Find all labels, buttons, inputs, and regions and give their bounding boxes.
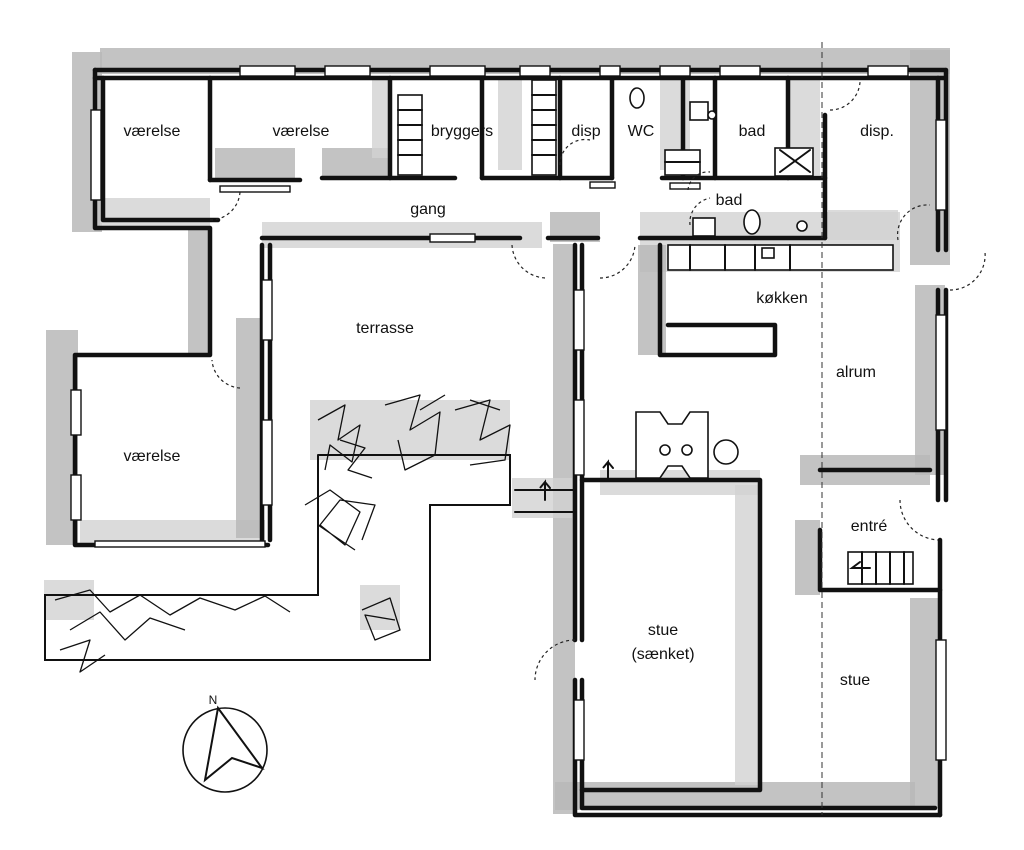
- label-disp-1: disp: [571, 123, 600, 140]
- fixtures: [397, 79, 914, 585]
- stair-disp: [531, 79, 557, 176]
- label-vaerelse-3: værelse: [124, 448, 181, 465]
- label-bryggers: bryggers: [431, 123, 493, 140]
- label-terrasse: terrasse: [356, 320, 414, 337]
- label-bad-1: bad: [739, 123, 766, 140]
- doors: [209, 81, 986, 681]
- sink-icon: [689, 101, 709, 121]
- kitchen-counter: [667, 244, 894, 271]
- label-bad-2: bad: [716, 192, 743, 209]
- north-arrow-icon: [203, 705, 265, 783]
- room-labels: værelse værelse bryggers disp WC bad dis…: [124, 123, 894, 689]
- planting: [54, 394, 511, 673]
- label-alrum: alrum: [836, 364, 876, 381]
- label-stue: stue: [840, 672, 870, 689]
- toilet-icon: [629, 87, 645, 109]
- label-disp-2: disp.: [860, 123, 894, 140]
- toilet-icon: [743, 209, 761, 235]
- label-vaerelse-1: værelse: [124, 123, 181, 140]
- label-stue-saenket-line2: (sænket): [631, 646, 694, 663]
- label-gang: gang: [410, 201, 446, 218]
- compass: N: [182, 693, 268, 793]
- stair-entre: [847, 551, 914, 585]
- stair-bryggers: [397, 94, 423, 176]
- label-wc: WC: [628, 123, 655, 140]
- label-vaerelse-2: værelse: [273, 123, 330, 140]
- sink-icon: [692, 217, 716, 237]
- shading: [44, 48, 950, 814]
- label-stue-saenket-line1: stue: [648, 622, 678, 639]
- windows: [70, 65, 947, 761]
- fireplace-icon: [635, 411, 709, 479]
- label-entre: entré: [851, 518, 888, 535]
- label-koekken: køkken: [756, 290, 808, 307]
- compass-north-label: N: [209, 693, 218, 707]
- compass-circle: [182, 707, 268, 793]
